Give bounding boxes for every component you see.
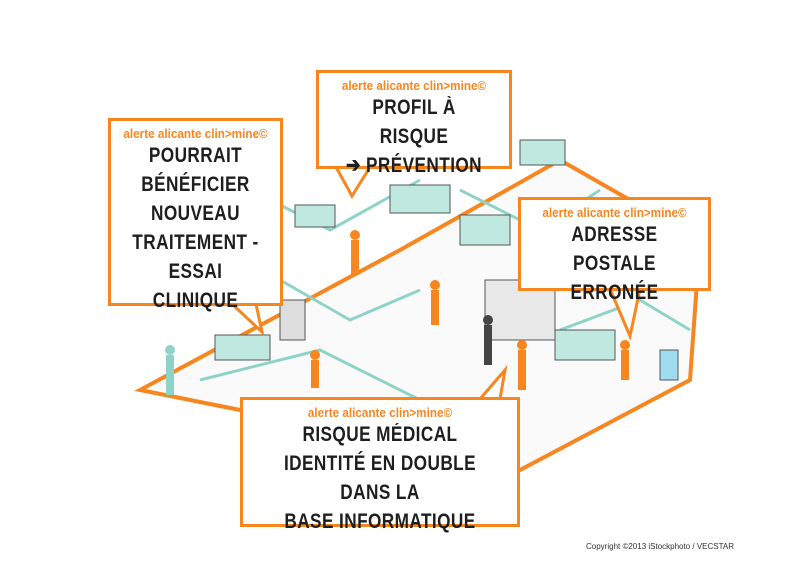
callout-brand: alerte alicante clin>mine© (341, 78, 487, 93)
callout-message: RISQUE MÉDICAL IDENTITÉ EN DOUBLE DANS L… (283, 423, 477, 533)
callout-brand: alerte alicante clin>mine© (542, 205, 687, 220)
callout-brand: alerte alicante clin>mine© (123, 126, 268, 141)
callout-message: POURRAIT BÉNÉFICIER NOUVEAU TRAITEMENT -… (132, 144, 259, 312)
callout-duplicate-identity: alerte alicante clin>mine© RISQUE MÉDICA… (240, 397, 520, 533)
copyright-text: Copyright ©2013 iStockphoto / VECSTAR (586, 542, 735, 551)
callout-message: PROFIL À RISQUE ➔ PRÉVENTION (345, 96, 483, 177)
callout-wrong-address: alerte alicante clin>mine© ADRESSE POSTA… (518, 197, 711, 304)
callout-clinical-trial: alerte alicante clin>mine© POURRAIT BÉNÉ… (108, 118, 283, 312)
people (165, 230, 630, 395)
callout-risk-profile: alerte alicante clin>mine© PROFIL À RISQ… (316, 70, 512, 177)
callout-message: ADRESSE POSTALE ERRONÉE (570, 223, 659, 304)
callout-brand: alerte alicante clin>mine© (307, 405, 453, 420)
